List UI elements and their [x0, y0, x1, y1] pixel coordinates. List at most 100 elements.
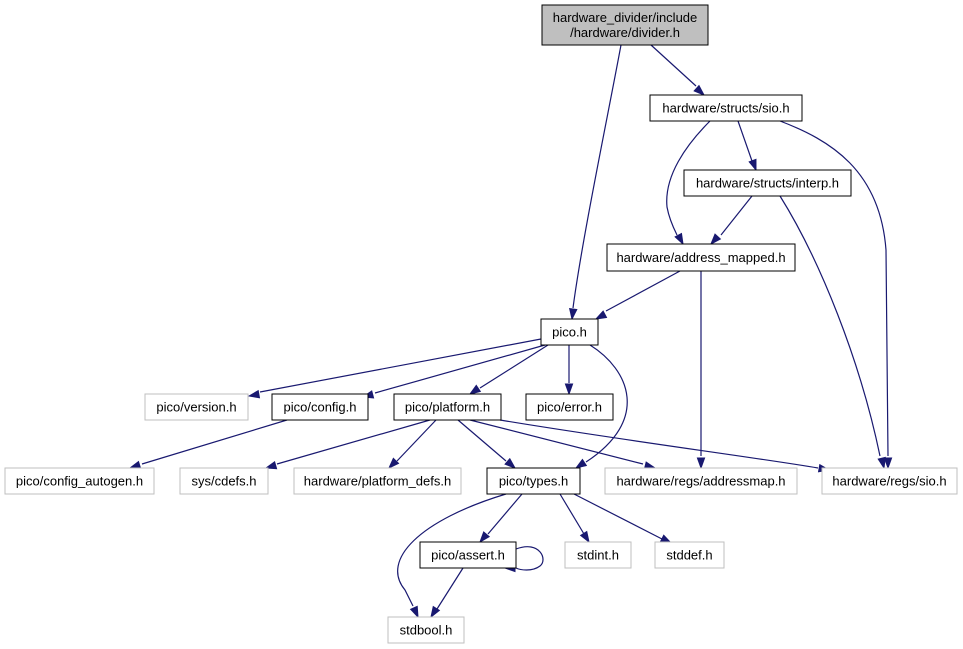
- node-box: [271, 393, 369, 421]
- node-box: [4, 467, 155, 495]
- node-error[interactable]: pico/error.h: [525, 393, 614, 421]
- edge-arrowhead: [564, 383, 574, 396]
- edge-platform-to-cdefs: [264, 419, 431, 470]
- node-label: stdint.h: [577, 548, 619, 563]
- node-box: [419, 541, 517, 569]
- node-stdint: stdint.h: [564, 541, 632, 569]
- edge-line: [141, 419, 288, 465]
- node-cdefs: sys/cdefs.h: [179, 467, 269, 495]
- node-label: stddef.h: [666, 548, 712, 563]
- node-box: [541, 4, 709, 46]
- node-platform_defs: hardware/platform_defs.h: [293, 467, 462, 495]
- node-config[interactable]: pico/config.h: [271, 393, 369, 421]
- edge-arrowhead: [710, 233, 722, 246]
- node-label: pico/config_autogen.h: [16, 474, 143, 489]
- node-box: [486, 467, 581, 495]
- node-label: pico/platform.h: [405, 400, 490, 415]
- edge-line: [469, 419, 644, 465]
- edge-addr_mapped-to-addressmap: [696, 271, 706, 470]
- edge-root-to-pico: [569, 44, 622, 321]
- edge-arrowhead: [883, 457, 893, 470]
- node-box: [606, 243, 796, 272]
- edge-line: [499, 419, 819, 469]
- node-label: hardware_divider/include: [553, 10, 698, 25]
- edge-line: [559, 493, 585, 535]
- edge-line: [436, 567, 464, 610]
- edge-platform-to-types: [457, 419, 517, 469]
- edge-line: [397, 493, 507, 607]
- node-box: [564, 541, 632, 569]
- node-sio_struct[interactable]: hardware/structs/sio.h: [649, 94, 803, 122]
- node-root[interactable]: hardware_divider/include/hardware/divide…: [541, 4, 709, 46]
- edge-arrowhead: [574, 458, 588, 469]
- edge-platform-to-platform_defs: [387, 419, 437, 470]
- edge-types-to-stddef: [573, 493, 673, 544]
- edge-line: [259, 338, 542, 393]
- edge-arrowhead: [748, 158, 757, 172]
- node-assert[interactable]: pico/assert.h: [419, 541, 517, 569]
- node-box: [525, 393, 614, 421]
- edge-line: [572, 44, 622, 309]
- node-platform[interactable]: pico/platform.h: [393, 393, 502, 421]
- node-interp[interactable]: hardware/structs/interp.h: [683, 169, 852, 197]
- edges-layer: [128, 44, 893, 619]
- edge-line: [585, 344, 628, 463]
- node-pico[interactable]: pico.h: [540, 318, 599, 346]
- edge-arrowhead: [430, 605, 441, 619]
- edge-arrowhead: [409, 605, 419, 619]
- node-label: pico/config.h: [284, 400, 357, 415]
- edge-line: [515, 546, 544, 571]
- node-box: [393, 393, 502, 421]
- node-types[interactable]: pico/types.h: [486, 467, 581, 495]
- edge-sio_struct-to-interp: [737, 120, 757, 172]
- edge-arrowhead: [264, 460, 278, 470]
- edge-arrowhead: [579, 530, 590, 544]
- node-stdbool: stdbool.h: [387, 616, 465, 644]
- node-box: [387, 616, 465, 644]
- edge-arrowhead: [387, 457, 400, 470]
- edge-platform-to-regs_sio: [499, 419, 831, 473]
- node-config_autogen: pico/config_autogen.h: [4, 467, 155, 495]
- edge-arrowhead: [504, 457, 517, 469]
- edge-interp-to-addr_mapped: [710, 195, 753, 246]
- node-stddef: stddef.h: [654, 541, 725, 569]
- edge-arrowhead: [247, 389, 261, 399]
- edge-pico-to-version: [247, 338, 542, 399]
- edge-pico-to-types: [574, 344, 628, 469]
- node-label: sys/cdefs.h: [191, 474, 256, 489]
- node-box: [540, 318, 599, 346]
- edge-line: [605, 270, 681, 312]
- edge-arrowhead: [696, 457, 706, 470]
- node-label: hardware/structs/sio.h: [662, 101, 789, 116]
- node-box: [604, 467, 798, 495]
- node-label: pico/version.h: [156, 400, 236, 415]
- node-label: pico/error.h: [537, 400, 602, 415]
- node-label: stdbool.h: [400, 623, 453, 638]
- edge-arrowhead: [693, 84, 706, 96]
- node-regs_sio: hardware/regs/sio.h: [821, 467, 958, 495]
- node-label: hardware/address_mapped.h: [616, 250, 785, 265]
- node-box: [821, 467, 958, 495]
- node-box: [179, 467, 269, 495]
- edge-line: [396, 419, 437, 462]
- edge-arrowhead: [468, 384, 482, 395]
- nodes-layer: hardware_divider/include/hardware/divide…: [4, 4, 958, 644]
- edge-arrowhead: [128, 460, 142, 470]
- edge-platform-to-addressmap: [469, 419, 657, 470]
- edge-line: [276, 419, 431, 465]
- edge-line: [650, 44, 697, 87]
- node-addr_mapped[interactable]: hardware/address_mapped.h: [606, 243, 796, 272]
- node-box: [683, 169, 852, 197]
- node-label: pico/types.h: [499, 474, 568, 489]
- node-label: pico.h: [552, 325, 587, 340]
- node-box: [293, 467, 462, 495]
- node-box: [144, 393, 249, 421]
- edge-types-to-stdint: [559, 493, 590, 544]
- node-label: hardware/structs/interp.h: [696, 176, 839, 191]
- edge-types-to-assert: [479, 493, 523, 544]
- node-version: pico/version.h: [144, 393, 249, 421]
- edge-interp-to-regs_sio: [779, 195, 886, 470]
- edge-line: [374, 344, 546, 394]
- edge-pico-to-platform: [468, 344, 549, 395]
